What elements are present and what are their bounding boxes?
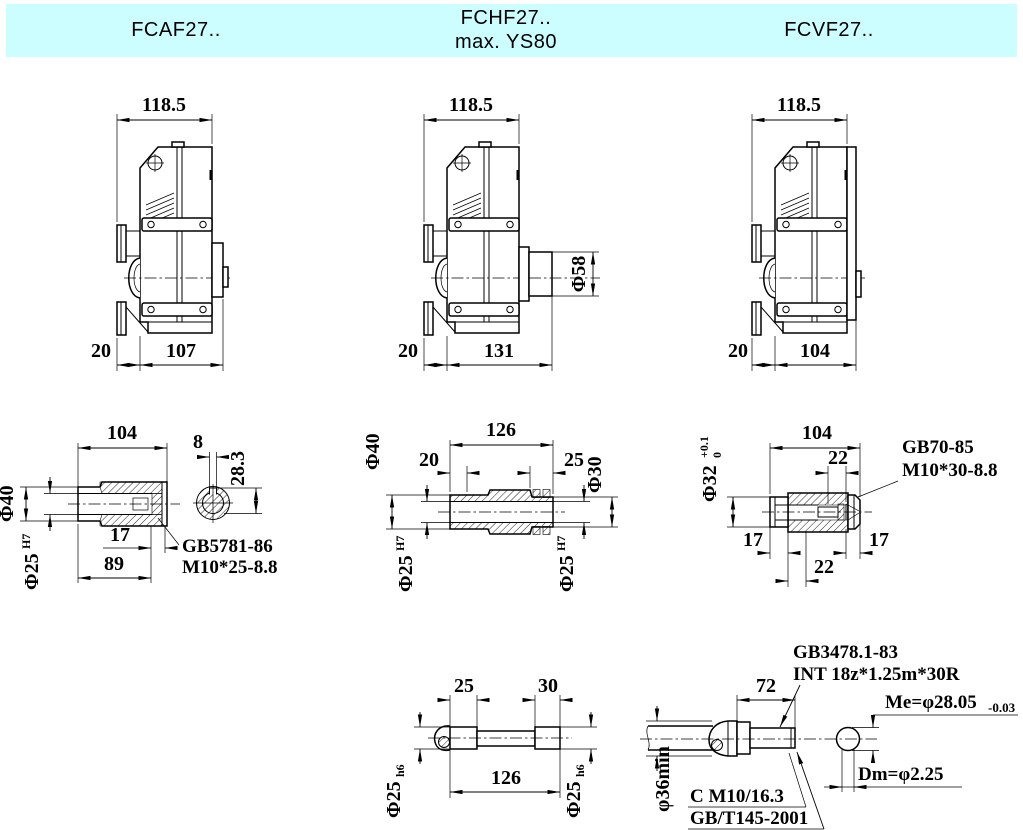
dim-shaft-step-right: 30 [538,675,558,697]
note-hollow-1: GB5781-86 [182,536,273,557]
note-spline-3: C M10/16.3 [690,786,784,807]
dim-key-width: 8 [193,431,203,453]
dim-spline-min-dia: φ36min [652,746,674,812]
note-coupling-2: M10*30-8.8 [902,460,998,481]
detail-fcvf-coupling: Φ32 +0.1 0 104 22 GB70-85 M10*30-8.8 17 [697,422,998,587]
dim-fchf-shaft-dia: Φ58 [568,256,590,293]
dim-hollow-bore-fit: H7 [19,534,33,549]
dim-coupling-tol-lower: 0 [710,452,724,458]
dim-hollow-depth: 89 [104,553,124,575]
dim-fcvf-offset: 20 [728,340,748,362]
dim-fchf-offset: 20 [398,340,418,362]
detail-fchf-hollow-shaft: Φ40 126 20 25 Φ30 Φ25 [362,419,618,592]
dim-sleeve-right: 25 [564,449,584,471]
dim-spline-length: 72 [756,675,776,697]
view-fchf: Φ58 118.5 20 131 [398,94,600,371]
dim-hollow-od: Φ40 [0,485,18,522]
dim-fchf-width: 118.5 [449,94,493,116]
dim-shaft-dia-left-fit: h6 [393,764,407,777]
note-spline-2: INT 18z*1.25m*30R [793,664,960,685]
dim-key-depth: 28.3 [227,451,249,486]
title-fcvf: FCVF27.. [784,19,874,41]
dim-spline-me-tol: -0.03 [988,700,1016,715]
dim-sleeve-bore-left: Φ25 [395,555,417,592]
dim-fcaf-length: 107 [166,340,196,362]
dim-sleeve-left: 20 [419,449,439,471]
dim-shaft-length: 126 [491,767,521,789]
dim-hollow-bore: Φ25 [21,553,43,590]
title-fchf-line1: FCHF27.. [460,7,552,29]
dim-hollow-lock: 17 [110,524,130,546]
dim-sleeve-bore-right: Φ25 [556,555,578,592]
dim-fcaf-offset: 20 [91,340,111,362]
dim-fcvf-width: 118.5 [777,94,821,116]
dim-sleeve-bore-right-fit: H7 [554,536,568,551]
dim-coupling-screw-bottom: 22 [814,556,834,578]
dim-shaft-dia-left: Φ25 [383,781,405,818]
dim-sleeve-length: 126 [486,419,516,441]
dim-sleeve-ring: Φ30 [584,456,606,493]
detail-spline-shaft: 72 φ36min GB3478.1-83 INT 18z*1.25m*30R … [640,642,1018,830]
view-fcvf: 118.5 20 104 [728,94,866,371]
note-hollow-2: M10*25-8.8 [182,557,278,578]
dim-coupling-length: 104 [802,422,832,444]
gearbox-side-view [116,141,231,336]
header-band: FCAF27.. FCHF27.. max. YS80 FCVF27.. [6,4,1017,57]
note-spline-1: GB3478.1-83 [793,642,898,663]
dim-coupling-bore: Φ32 [699,465,721,502]
dim-sleeve-bore-left-fit: H7 [393,536,407,551]
dim-hollow-length: 104 [107,422,137,444]
dim-shaft-dia-right-fit: h6 [573,764,587,777]
dim-fcaf-width: 118.5 [142,94,186,116]
view-fcaf: 118.5 20 107 [91,94,231,371]
dim-coupling-cap-left: 17 [743,529,763,551]
gearbox-side-view [423,141,538,336]
dim-spline-me: Me=φ28.05 [885,692,977,713]
dim-fcvf-length: 104 [800,340,830,362]
dim-sleeve-od: Φ40 [362,433,384,470]
title-fchf-line2: max. YS80 [455,31,557,53]
title-fcaf: FCAF27.. [131,19,221,41]
dim-coupling-cap-right: 17 [869,529,889,551]
dim-fchf-length: 131 [484,340,514,362]
detail-solid-shaft: 25 30 126 Φ25 h6 Φ25 h6 [383,675,597,818]
detail-fcaf-hollow-shaft: 104 Φ40 Φ25 H7 17 89 GB57 [0,422,278,590]
title-fchf: FCHF27.. max. YS80 [396,6,616,54]
dim-coupling-screw-top: 22 [828,447,848,469]
dim-coupling-tol-upper: +0.1 [697,436,711,458]
note-spline-4: GB/T145-2001 [690,808,808,829]
dim-shaft-dia-right: Φ25 [563,781,585,818]
note-coupling-1: GB70-85 [902,437,974,458]
dim-spline-dm: Dm=φ2.25 [858,764,943,785]
dim-shaft-step-left: 25 [454,675,474,697]
